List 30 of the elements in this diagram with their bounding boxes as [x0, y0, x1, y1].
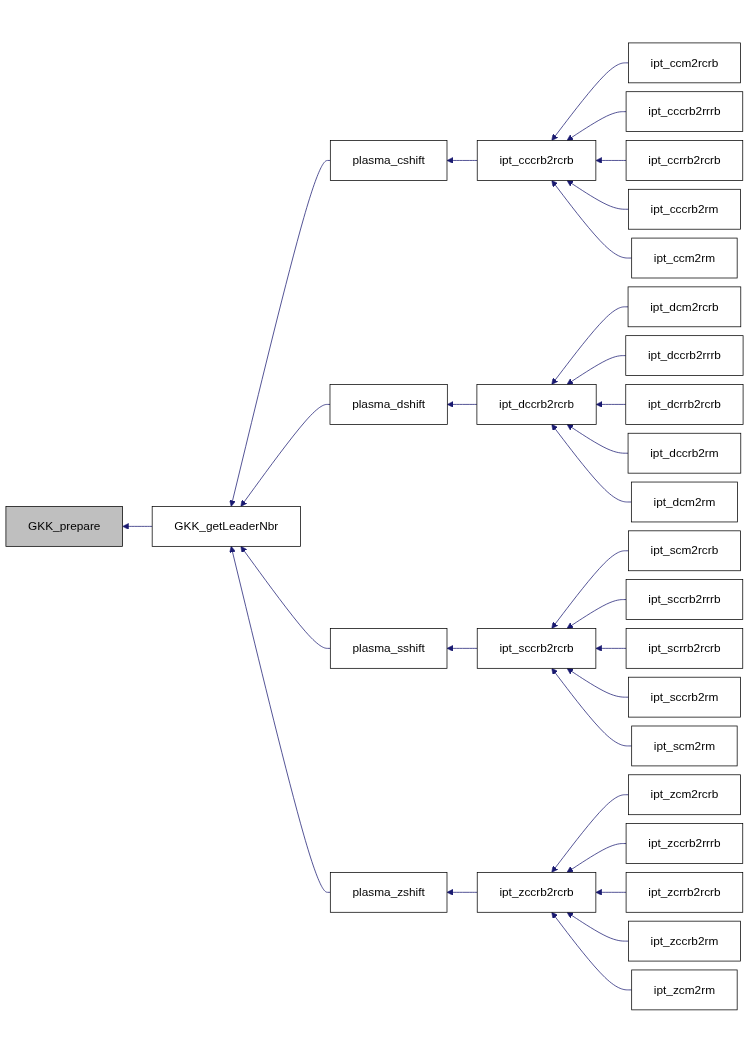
- node-box: ipt_cccrb2rm: [628, 189, 741, 230]
- node-box: ipt_cccrb2rrrb: [625, 91, 744, 133]
- node-box: ipt_dccrb2rcrb: [476, 384, 597, 425]
- node-box: ipt_scrrb2rcrb: [625, 628, 744, 669]
- node-box: GKK_getLeaderNbr: [151, 506, 301, 547]
- node-box: ipt_scm2rm: [631, 725, 738, 767]
- node-box: ipt_sccrb2rm: [628, 676, 741, 718]
- node-box: ipt_zccrb2rcrb: [476, 872, 597, 913]
- node-box: GKK_prepare: [5, 506, 123, 547]
- node-box: ipt_dccrb2rrrb: [625, 335, 744, 377]
- node-box: plasma_cshift: [329, 140, 448, 181]
- node-box: ipt_dccrb2rm: [627, 433, 742, 474]
- node-box: ipt_cccrb2rcrb: [476, 140, 597, 181]
- node-box: ipt_dcrrb2rcrb: [625, 384, 744, 425]
- node-box: ipt_zccrb2rrrb: [625, 823, 744, 864]
- node-box: ipt_sccrb2rcrb: [476, 628, 597, 669]
- node-box: plasma_dshift: [329, 384, 448, 425]
- node-box: ipt_sccrb2rrrb: [625, 579, 744, 620]
- node-box: plasma_sshift: [329, 628, 448, 669]
- node-box: plasma_zshift: [329, 872, 448, 913]
- node-box: ipt_ccm2rcrb: [628, 42, 741, 84]
- node-box: ipt_zcm2rcrb: [628, 774, 741, 816]
- node-box: ipt_scm2rcrb: [628, 530, 741, 572]
- node-box: ipt_ccm2rm: [631, 237, 738, 279]
- node-box: ipt_dcm2rm: [631, 481, 738, 523]
- node-box: ipt_zcrrb2rcrb: [625, 872, 744, 913]
- node-box: ipt_ccrrb2rcrb: [625, 140, 744, 181]
- node-box: ipt_zcm2rm: [631, 969, 738, 1011]
- node-box: ipt_zccrb2rm: [628, 920, 741, 962]
- node-box: ipt_dcm2rcrb: [627, 286, 742, 328]
